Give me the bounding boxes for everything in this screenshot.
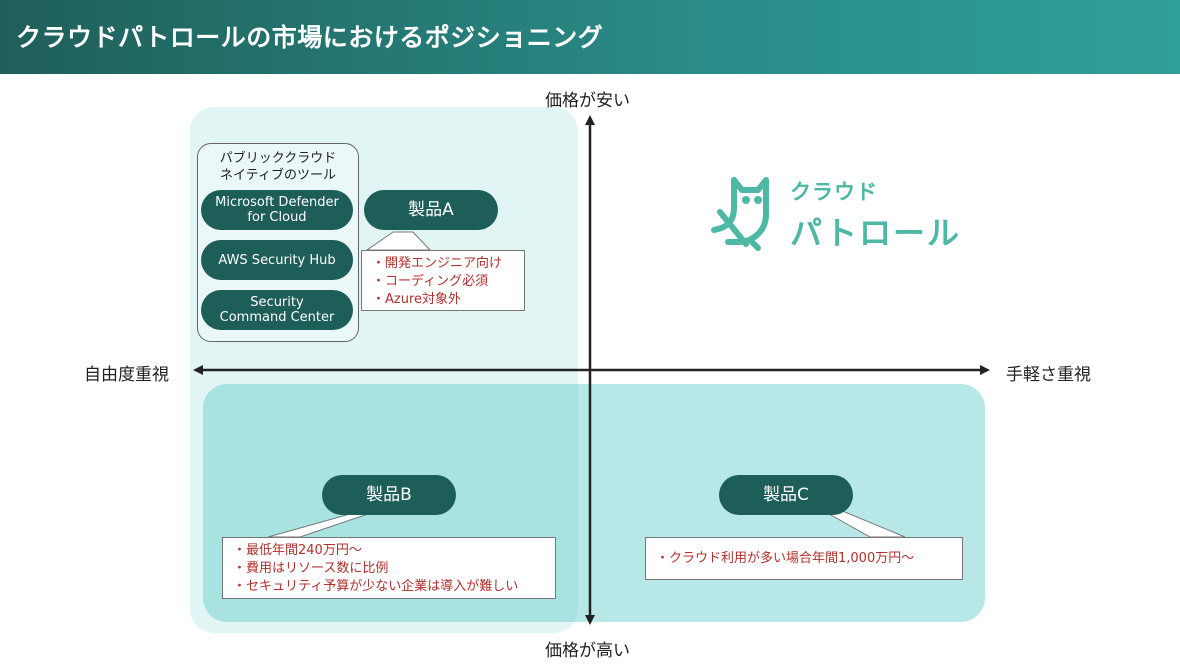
product-b-notes: ・最低年間240万円～ ・費用はリソース数に比例 ・セキュリティ予算が少ない企業…: [222, 537, 556, 599]
product-a-pill: 製品A: [364, 190, 498, 230]
owl-logo-icon: [711, 177, 769, 251]
axis-label-bottom: 価格が高い: [545, 641, 630, 661]
logo-text-cloud: クラウド: [790, 180, 878, 204]
cloud-native-title: パブリッククラウド ネイティブのツール: [219, 151, 337, 183]
logo-text-patrol: パトロール: [790, 214, 961, 252]
product-c-notes: ・クラウド利用が多い場合年間1,000万円～: [645, 537, 963, 580]
axis-label-left: 自由度重視: [84, 365, 169, 385]
product-a-notes: ・開発エンジニア向け ・コーディング必須 ・Azure対象外: [361, 250, 525, 311]
product-b-pill: 製品B: [322, 475, 456, 515]
product-c-pill: 製品C: [719, 475, 853, 515]
header-bar: クラウドパトロールの市場におけるポジショニング: [0, 0, 1180, 74]
axis-label-top: 価格が安い: [545, 91, 630, 111]
axis-label-right: 手軽さ重視: [1006, 365, 1091, 385]
tool-pill-aws: AWS Security Hub: [201, 240, 353, 280]
page-title: クラウドパトロールの市場におけるポジショニング: [16, 23, 604, 52]
